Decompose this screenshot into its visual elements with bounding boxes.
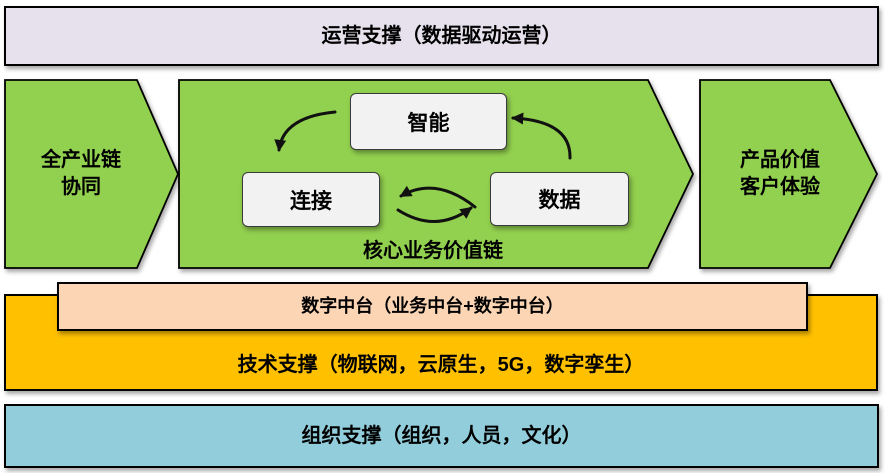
arrow-intelligence-to-connection [274, 110, 337, 152]
operations-banner-shape [4, 6, 879, 66]
right-chevron-label-line2: 客户体验 [740, 176, 820, 198]
left-chevron-label-line1: 全产业链 [41, 149, 121, 171]
middle-platform-box-shape [57, 282, 808, 331]
right-chevron-shape [699, 79, 879, 269]
node-intelligence: 智能 [350, 93, 507, 150]
arrow-connection-to-data-cycle-bottom [396, 206, 473, 223]
arrow-data-to-intelligence [511, 112, 572, 160]
left-chevron-label: 全产业链 协同 [5, 80, 157, 268]
left-chevron-shape [4, 79, 179, 269]
organization-banner-shape [4, 404, 879, 468]
right-chevron-label: 产品价值 客户体验 [700, 80, 860, 268]
arrow-data-to-connection-cycle-top [399, 185, 477, 209]
organization-banner-label: 组织支撑（组织，人员，文化） [301, 424, 582, 447]
node-connection: 连接 [242, 172, 380, 227]
middle-platform-label: 数字中台（业务中台+数字中台） [301, 296, 564, 317]
right-chevron-label-line1: 产品价值 [740, 149, 820, 171]
operations-banner-label: 运营支撑（数据驱动运营） [321, 24, 562, 47]
node-data: 数据 [490, 172, 629, 226]
left-chevron-label-line2: 协同 [61, 176, 101, 198]
technology-banner-label: 技术支撑（物联网，云原生，5G，数字孪生） [237, 353, 645, 376]
core-chain-caption: 核心业务价值链 [363, 239, 503, 262]
